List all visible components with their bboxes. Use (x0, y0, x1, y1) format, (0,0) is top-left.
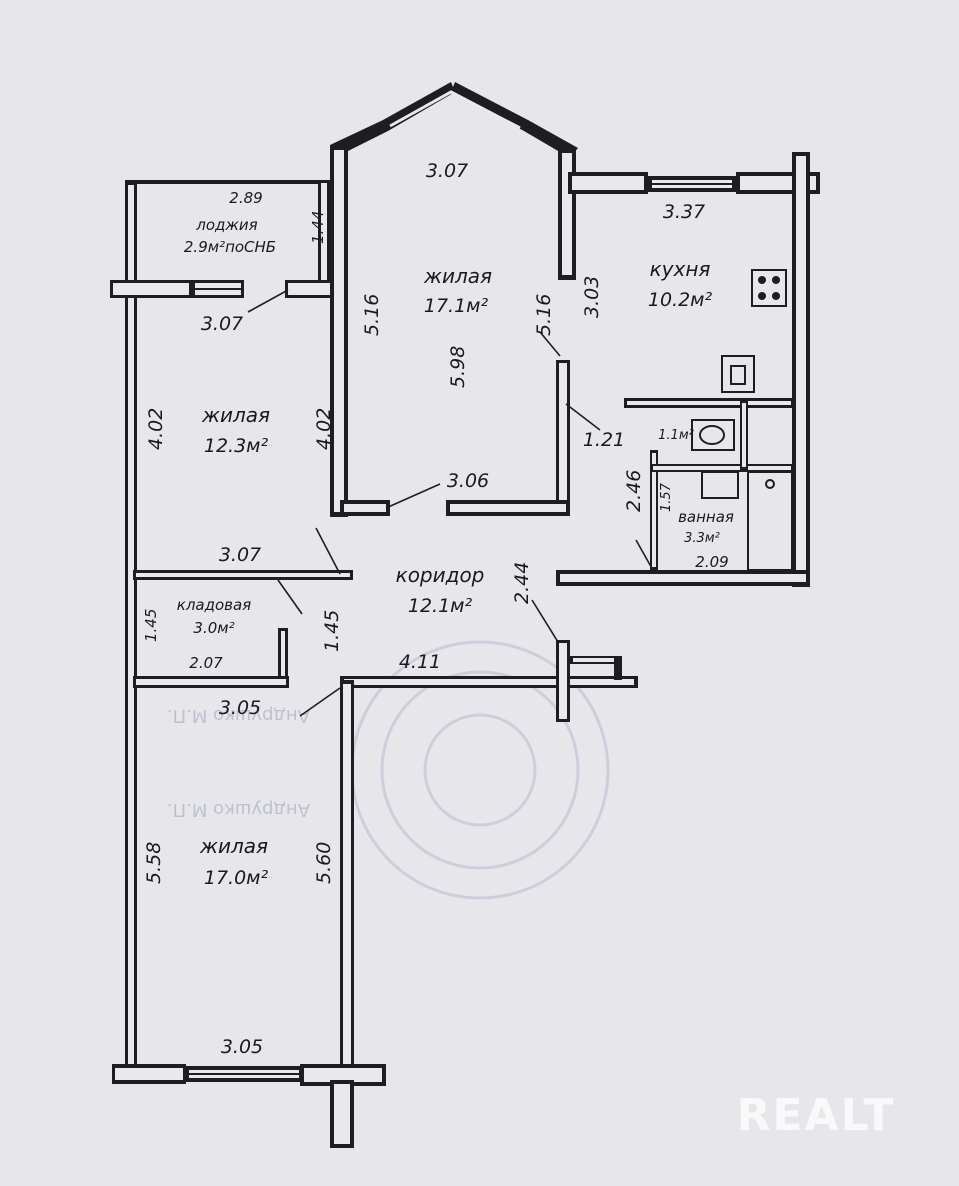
dim-living-left-left: 4.02 (145, 408, 167, 450)
loggia-window (192, 280, 244, 298)
storage-name: кладовая (177, 596, 251, 614)
bathtub-icon (747, 471, 793, 571)
kitchen-area: 10.2м² (648, 289, 713, 311)
loggia-area: 2.9м²поСНБ (184, 238, 276, 256)
living-top-name: жилая (423, 264, 492, 288)
dim-living-bottom-right: 5.60 (313, 842, 335, 884)
dimension-labels: 2.89 1.44 3.07 3.37 5.16 5.16 5.98 3.03 … (142, 160, 729, 1058)
dim-living-bottom-bottom: 3.05 (221, 1036, 263, 1058)
dim-living-top-left: 5.16 (361, 294, 383, 336)
dim-bath-bottom: 2.09 (695, 553, 728, 571)
dim-storage-bottom: 2.07 (189, 654, 223, 672)
living-bottom-name: жилая (199, 834, 268, 858)
dim-corridor-bottom: 4.11 (399, 651, 441, 673)
dim-loggia-side: 1.44 (309, 211, 327, 244)
sink-icon (721, 355, 755, 393)
dim-kitchen-left: 3.03 (581, 276, 603, 318)
living-top-area: 17.1м² (424, 295, 489, 317)
dim-kitchen-top: 3.37 (663, 201, 705, 223)
walls (110, 82, 820, 1148)
living-left-name: жилая (201, 403, 270, 427)
watermark-logo: REALT (737, 1090, 896, 1141)
bath-area: 3.3м² (684, 531, 720, 546)
bottom-window (186, 1066, 302, 1082)
dim-storage-left: 1.45 (142, 609, 160, 642)
dim-loggia-top: 2.89 (229, 189, 262, 207)
dim-living-bottom-top: 3.05 (219, 697, 261, 719)
bath-name: ванная (678, 508, 734, 526)
dim-bath-inner: 1.57 (659, 482, 674, 512)
loggia-rail (125, 180, 325, 184)
dim-living-top-center: 5.98 (447, 346, 469, 388)
dim-living-top-right: 5.16 (533, 294, 555, 336)
loggia-name: лоджия (195, 216, 257, 234)
washbasin-icon (701, 471, 739, 499)
dim-storage-right: 1.45 (321, 610, 343, 652)
living-bottom-area: 17.0м² (204, 867, 269, 889)
stove-icon (751, 269, 787, 307)
dim-bath-left: 2.46 (623, 470, 645, 512)
stamp-signature-2: Андрушко М.П. (167, 799, 310, 820)
dim-passage: 1.21 (583, 429, 625, 451)
dim-living-left-bottom: 3.07 (219, 544, 261, 566)
living-left-area: 12.3м² (204, 435, 269, 457)
bay-wall-left (330, 82, 455, 152)
dimension-leaders (247, 289, 655, 717)
kitchen-name: кухня (650, 257, 711, 281)
fixtures (691, 269, 793, 571)
dim-corridor-vertical: 2.44 (511, 562, 533, 604)
room-labels: лоджия 2.9м²поСНБ жилая 17.1м² кухня 10.… (177, 216, 734, 889)
wc-area: 1.1м² (658, 428, 694, 443)
toilet-icon (691, 419, 735, 451)
corridor-area: 12.1м² (408, 595, 473, 617)
dim-living-bottom-left: 5.58 (143, 842, 165, 884)
dim-living-left-right: 4.02 (313, 408, 335, 450)
dim-living-left-top: 3.07 (201, 313, 243, 335)
storage-area: 3.0м² (193, 619, 234, 637)
dim-living-top-bottom: 3.06 (447, 470, 489, 492)
kitchen-window (648, 176, 736, 192)
bay-wall-right (451, 82, 578, 158)
corridor-name: коридор (396, 563, 485, 587)
dim-living-top-top: 3.07 (426, 160, 468, 182)
stamp-signature-1: Андрушко М.П. (167, 705, 310, 726)
